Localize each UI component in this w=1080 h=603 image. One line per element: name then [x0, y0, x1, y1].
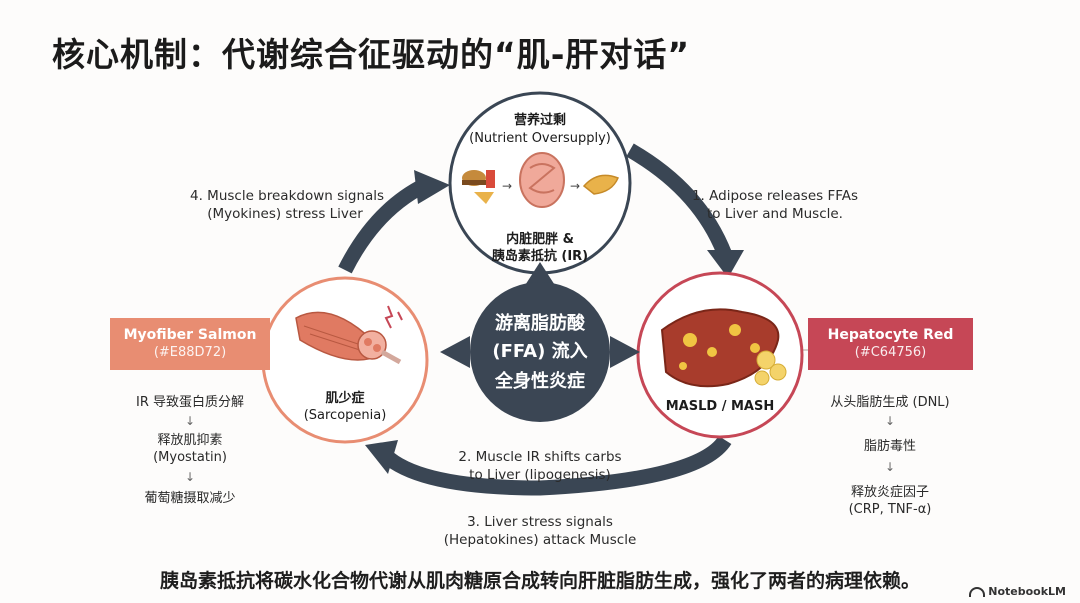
- food-icon: [462, 170, 495, 204]
- right-step-3b: (CRP, TNF-α): [848, 502, 932, 517]
- masld-label: MASLD / MASH: [665, 399, 775, 414]
- right-box: [808, 318, 973, 370]
- arrow-1-line1: 1. Adipose releases FFAs: [691, 188, 859, 204]
- ir-label-2: 胰岛素抵抗 (IR): [491, 249, 589, 264]
- muscle-icon: [295, 305, 403, 365]
- notebooklm-logo-icon: [969, 587, 986, 597]
- brand-mark: NotebookLM: [969, 585, 1066, 598]
- arrow-glyph: →: [502, 179, 512, 193]
- nutrient-label-en: (Nutrient Oversupply): [469, 131, 611, 146]
- nutrient-label-cn: 营养过剩: [513, 113, 566, 128]
- left-box: [110, 318, 270, 370]
- down-arrow-icon: ↓: [184, 470, 196, 484]
- right-step-1: 从头脂肪生成 (DNL): [830, 395, 950, 410]
- center-line-3: 全身性炎症: [495, 371, 585, 392]
- arrow-bottom-head: [365, 440, 398, 474]
- center-line-1: 游离脂肪酸: [495, 313, 585, 334]
- myofiber-box: Myofiber Salmon (#E88D72): [110, 318, 270, 370]
- arrow-top-left: [338, 178, 429, 274]
- arrow-top-left-head: [414, 170, 450, 204]
- liver-icon: [660, 308, 787, 388]
- arrow-2-line2: to Liver (lipogenesis): [469, 467, 611, 483]
- arrow-2-line1: 2. Muscle IR shifts carbs: [458, 449, 622, 465]
- hepatocyte-box: Hepatocyte Red (#C64756): [808, 318, 973, 370]
- hepatocyte-code: (#C64756): [854, 345, 927, 360]
- arrow-4-line2: (Myokines) stress Liver: [207, 206, 363, 222]
- center-circle: [470, 282, 610, 422]
- intestine-icon: [519, 152, 565, 208]
- hepatocyte-name: Hepatocyte Red: [827, 327, 954, 343]
- page-title: 核心机制：代谢综合征驱动的“肌-肝对话”: [52, 35, 691, 74]
- sarcopenia-label-en: (Sarcopenia): [303, 408, 387, 423]
- arrow-1-line2: to Liver and Muscle.: [707, 206, 843, 222]
- arrow-3-line2: (Hepatokines) attack Muscle: [443, 532, 637, 548]
- down-arrow-icon: ↓: [884, 414, 896, 428]
- arrow-top-right-head: [707, 250, 744, 278]
- brand-label: NotebookLM: [988, 585, 1066, 598]
- left-step-2b: (Myostatin): [153, 450, 227, 465]
- arrow-4-line1: 4. Muscle breakdown signals: [190, 188, 385, 204]
- center-arrow-right: [610, 336, 640, 368]
- arrow-bottom: [379, 435, 732, 496]
- right-step-3: 释放炎症因子: [850, 485, 929, 500]
- arrow-3-line1: 3. Liver stress signals: [467, 514, 613, 530]
- myofiber-name: Myofiber Salmon: [123, 327, 257, 343]
- right-step-2: 脂肪毒性: [863, 439, 916, 454]
- down-arrow-icon: ↓: [184, 414, 196, 428]
- myofiber-code: (#E88D72): [153, 345, 227, 360]
- down-arrow-icon: ↓: [884, 460, 896, 474]
- center-arrow-left: [440, 336, 470, 368]
- arrow-top-right: [626, 143, 732, 258]
- left-step-3: 葡萄糖摄取减少: [144, 491, 236, 506]
- center-line-2: (FFA) 流入: [492, 341, 588, 362]
- left-step-1: IR 导致蛋白质分解: [136, 395, 244, 410]
- footer-summary: 胰岛素抵抗将碳水化合物代谢从肌肉糖原合成转向肝脏脂肪生成，强化了两者的病理依赖。: [159, 570, 920, 592]
- ir-label-1: 内脏肥胖 &: [506, 232, 574, 247]
- sarcopenia-label-cn: 肌少症: [325, 391, 365, 406]
- left-step-2: 释放肌抑素: [157, 433, 223, 448]
- pancreas-icon: [582, 174, 619, 195]
- arrow-glyph-2: →: [570, 179, 580, 193]
